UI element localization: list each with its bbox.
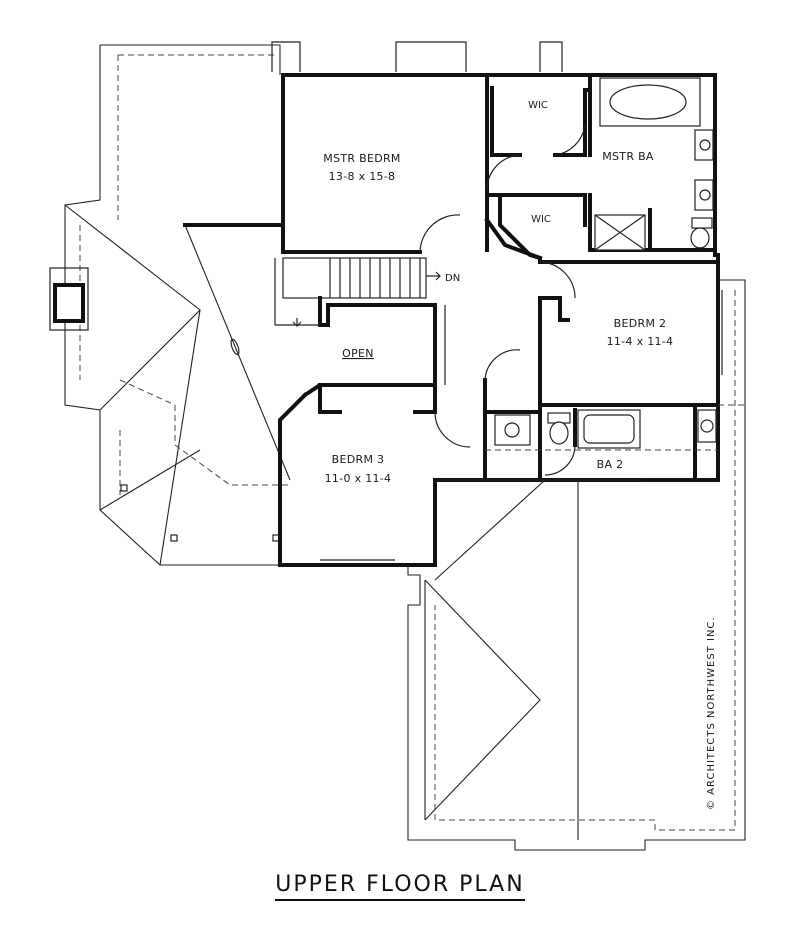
stairs [274,257,441,387]
stair-down-label: DN [445,273,460,284]
ridge-vent-icon [230,338,240,356]
room-label-master-bedroom: MSTR BEDRM [323,152,400,165]
room-label-bedroom-3: BEDRM 3 [332,453,385,466]
copyright-text: © ARCHITECTS NORTHWEST INC. [706,616,717,810]
room-dims-bedroom-3: 11-0 x 11-4 [325,472,392,485]
garage-roof [407,279,746,851]
tub-icon [599,77,701,127]
sink-icon [694,129,714,211]
room-label-open: OPEN [342,347,374,360]
room-dims-bedroom-2: 11-4 x 11-4 [607,335,674,348]
room-label-wic-upper: WIC [528,100,548,111]
plan-title: UPPER FLOOR PLAN [0,872,800,901]
eave-dashed-lines [79,54,290,495]
bath2-sink-right-icon [697,409,717,443]
vent-icon [120,484,128,492]
bath2-sink-icon [494,414,531,446]
room-dims-master-bedroom: 13-8 x 15-8 [329,170,396,183]
room-label-master-bath: MSTR BA [602,150,654,163]
bath2-toilet-icon [547,412,571,445]
room-label-bedroom-2: BEDRM 2 [614,317,667,330]
door-swings [419,124,586,476]
room-label-bath-2: BA 2 [597,458,624,471]
plan-title-text: UPPER FLOOR PLAN [275,872,525,901]
vent-icon [170,534,178,542]
window-bumpouts-top [271,41,563,72]
toilet-icon [690,217,713,249]
chimney-icon [49,267,89,331]
shower-icon [594,214,646,251]
bath2-tub-icon [577,409,641,449]
roof-lines-left [64,44,291,566]
room-label-wic-lower: WIC [531,214,551,225]
interior-walls [318,73,720,482]
